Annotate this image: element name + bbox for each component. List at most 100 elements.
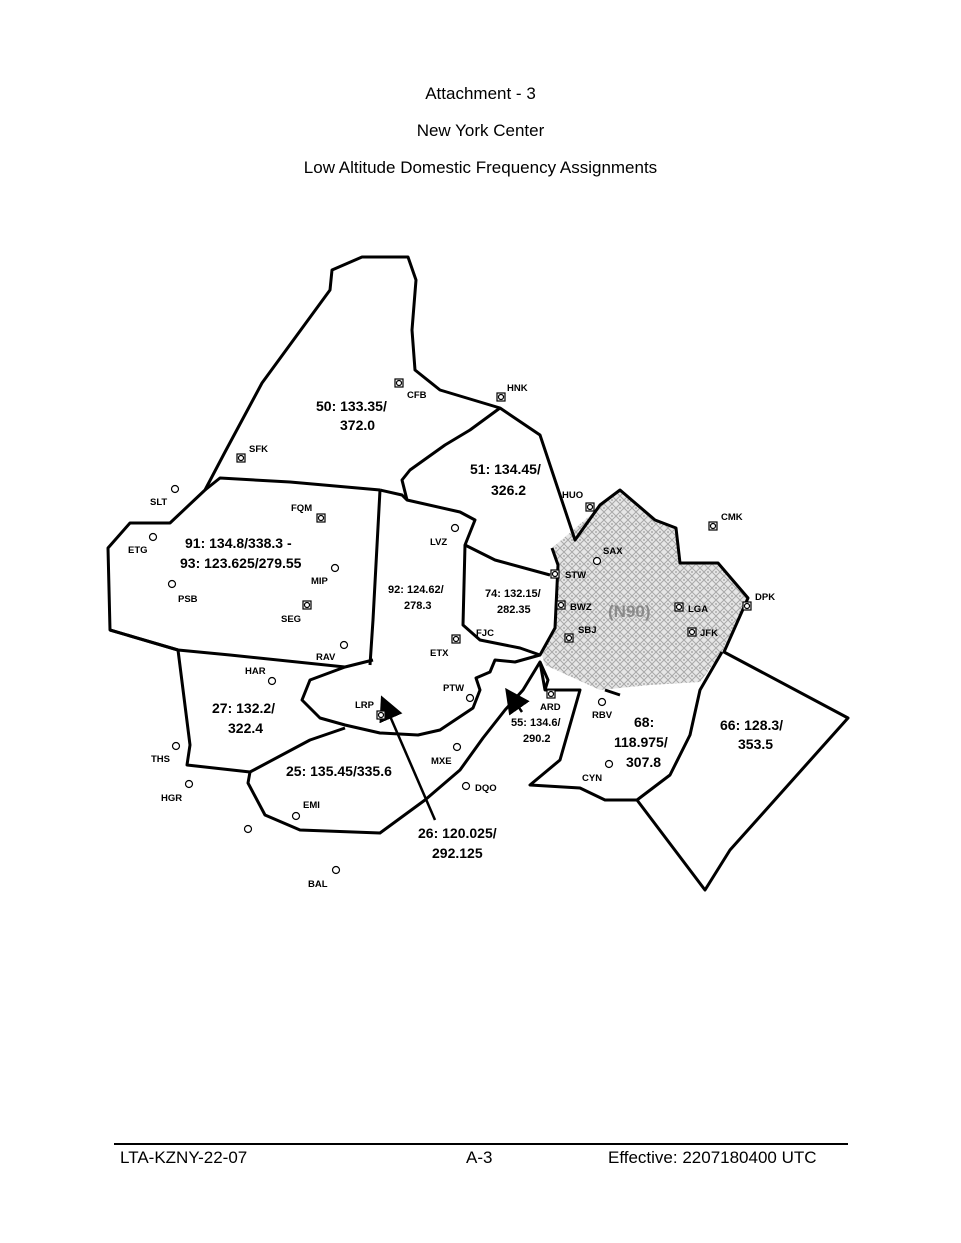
cfb-navaid-icon bbox=[394, 378, 404, 388]
fix-dpk: DPK bbox=[755, 592, 775, 603]
fix-ths: THS bbox=[151, 754, 170, 765]
sector-92-freq: 92: 124.62/ bbox=[388, 584, 444, 596]
fix-emi: EMI bbox=[303, 800, 320, 811]
n90-area bbox=[542, 490, 748, 690]
sector-55-freq: 55: 134.6/ bbox=[511, 717, 561, 729]
sector-68-freq: 118.975/ bbox=[614, 734, 668, 750]
fix-dqo: DQO bbox=[475, 783, 497, 794]
footer-page-number: A-3 bbox=[466, 1148, 493, 1167]
sector-68-uhf: 307.8 bbox=[626, 754, 661, 770]
cyn-navaid-icon bbox=[604, 759, 614, 769]
sector-66-uhf: 353.5 bbox=[738, 736, 773, 752]
fix-cmk: CMK bbox=[721, 512, 743, 523]
unnamed-navaid-icon bbox=[243, 824, 253, 834]
fix-sax: SAX bbox=[603, 546, 623, 557]
footer-rule bbox=[114, 1143, 848, 1145]
sector-93-freq: 93: 123.625/279.55 bbox=[180, 555, 302, 571]
slt-navaid-icon bbox=[170, 484, 180, 494]
emi-navaid-icon bbox=[291, 811, 301, 821]
hgr-navaid-icon bbox=[184, 779, 194, 789]
fix-seg: SEG bbox=[281, 614, 301, 625]
sector-66-freq: 66: 128.3/ bbox=[720, 717, 783, 733]
fix-ptw: PTW bbox=[443, 683, 464, 694]
fix-mip: MIP bbox=[311, 576, 329, 587]
sector-91-freq: 91: 134.8/338.3 - bbox=[185, 535, 292, 551]
fix-har: HAR bbox=[245, 666, 266, 677]
sector-74-freq: 74: 132.15/ bbox=[485, 588, 541, 600]
n90-label: (N90) bbox=[608, 602, 651, 621]
mip-navaid-icon bbox=[330, 563, 340, 573]
rav-navaid-icon bbox=[339, 640, 349, 650]
fix-sbj: SBJ bbox=[578, 625, 596, 636]
fix-hgr: HGR bbox=[161, 793, 182, 804]
stw-navaid-icon bbox=[550, 569, 560, 579]
sfk-navaid-icon bbox=[236, 453, 246, 463]
center-title: New York Center bbox=[416, 121, 545, 140]
ptw-navaid-icon bbox=[465, 693, 475, 703]
bal-navaid-icon bbox=[331, 865, 341, 875]
sector-27-uhf: 322.4 bbox=[228, 720, 263, 736]
footer-effective-date: Effective: 2207180400 UTC bbox=[608, 1148, 817, 1167]
fix-ard: ARD bbox=[540, 702, 561, 713]
seg-navaid-icon bbox=[302, 600, 312, 610]
fix-fjc: FJC bbox=[476, 628, 494, 639]
sector-25-freq: 25: 135.45/335.6 bbox=[286, 763, 392, 779]
fix-etx: ETX bbox=[430, 648, 449, 659]
fix-huo: HUO bbox=[562, 490, 583, 501]
etg-navaid-icon bbox=[148, 532, 158, 542]
fix-cyn: CYN bbox=[582, 773, 602, 784]
attachment-title: Attachment - 3 bbox=[425, 84, 536, 103]
fix-rav: RAV bbox=[316, 652, 336, 663]
footer-doc-id: LTA-KZNY-22-07 bbox=[120, 1148, 248, 1167]
sector-26-uhf: 292.125 bbox=[432, 845, 483, 861]
sector-74-uhf: 282.35 bbox=[497, 604, 531, 616]
sector-50-freq: 50: 133.35/ bbox=[316, 398, 387, 414]
dpk-navaid-icon bbox=[742, 601, 752, 611]
fix-rbv: RBV bbox=[592, 710, 613, 721]
navaid-symbols bbox=[148, 378, 752, 875]
fix-fqm: FQM bbox=[291, 503, 312, 514]
bwz-navaid-icon bbox=[556, 600, 566, 610]
sector-92-uhf: 278.3 bbox=[404, 600, 432, 612]
sector-51-freq: 51: 134.45/ bbox=[470, 461, 541, 477]
sector-27-freq: 27: 132.2/ bbox=[212, 700, 275, 716]
huo-navaid-icon bbox=[585, 502, 595, 512]
sector-50-uhf: 372.0 bbox=[340, 417, 375, 433]
etx-navaid-icon bbox=[451, 634, 461, 644]
fix-sfk: SFK bbox=[249, 444, 268, 455]
sector-55-uhf: 290.2 bbox=[523, 733, 551, 745]
hnk-navaid-icon bbox=[496, 392, 506, 402]
fix-etg: ETG bbox=[128, 545, 148, 556]
fix-mxe: MXE bbox=[431, 756, 452, 767]
psb-navaid-icon bbox=[167, 579, 177, 589]
lga-navaid-icon bbox=[674, 602, 684, 612]
sector-26-freq: 26: 120.025/ bbox=[418, 825, 497, 841]
fix-cfb: CFB bbox=[407, 390, 427, 401]
fqm-navaid-icon bbox=[316, 513, 326, 523]
sector-68-id: 68: bbox=[634, 714, 654, 730]
mxe-navaid-icon bbox=[452, 742, 462, 752]
fix-lrp: LRP bbox=[355, 700, 375, 711]
lvz-navaid-icon bbox=[450, 523, 460, 533]
dqo-navaid-icon bbox=[461, 781, 471, 791]
lrp-navaid-icon bbox=[376, 710, 386, 720]
fix-psb: PSB bbox=[178, 594, 198, 605]
fix-lvz: LVZ bbox=[430, 537, 447, 548]
fix-slt: SLT bbox=[150, 497, 167, 508]
sector-55-arrow bbox=[505, 687, 530, 716]
har-navaid-icon bbox=[267, 676, 277, 686]
fix-jfk: JFK bbox=[700, 628, 718, 639]
fix-bal: BAL bbox=[308, 879, 328, 890]
jfk-navaid-icon bbox=[687, 627, 697, 637]
sbj-navaid-icon bbox=[564, 633, 574, 643]
fix-bwz: BWZ bbox=[570, 602, 592, 613]
fix-lga: LGA bbox=[688, 604, 708, 615]
sector-boundaries bbox=[106, 255, 850, 892]
sector-26-arrow bbox=[379, 695, 437, 821]
ths-navaid-icon bbox=[171, 741, 181, 751]
cmk-navaid-icon bbox=[708, 521, 718, 531]
rbv-navaid-icon bbox=[597, 697, 607, 707]
ard-navaid-icon bbox=[546, 689, 556, 699]
map-subtitle: Low Altitude Domestic Frequency Assignme… bbox=[303, 158, 658, 177]
